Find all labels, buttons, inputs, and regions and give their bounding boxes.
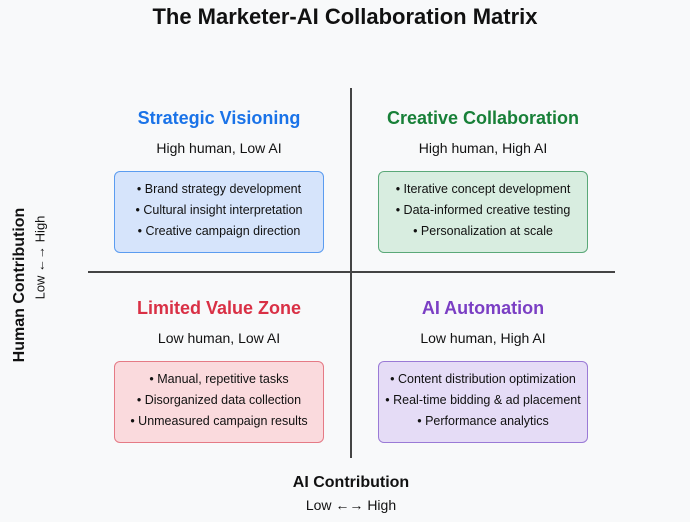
- quadrant-subtitle: High human, High AI: [418, 140, 548, 156]
- quadrant-title: Limited Value Zone: [136, 298, 302, 318]
- example-item: • Real-time bidding & ad placement: [385, 393, 581, 407]
- example-item: • Manual, repetitive tasks: [149, 372, 289, 386]
- vertical-axis-line: [350, 88, 352, 458]
- quadrant-title: AI Automation: [421, 298, 545, 318]
- y-axis-label: Human Contribution: [11, 207, 28, 363]
- quadrant-ai-automation: AI Automation Low human, High AI • Conte…: [363, 296, 603, 443]
- quadrant-strategic-visioning: Strategic Visioning High human, Low AI •…: [99, 106, 339, 253]
- example-item: • Unmeasured campaign results: [130, 414, 308, 428]
- horizontal-axis-line: [88, 271, 615, 273]
- example-item: • Brand strategy development: [136, 182, 302, 196]
- example-item: • Iterative concept development: [395, 182, 571, 196]
- example-item: • Performance analytics: [417, 414, 549, 428]
- example-item: • Creative campaign direction: [137, 224, 301, 238]
- quadrant-subtitle: Low human, Low AI: [157, 330, 281, 346]
- quadrant-title: Creative Collaboration: [386, 108, 580, 128]
- quadrant-examples-box: • Brand strategy development • Cultural i…: [114, 171, 324, 253]
- example-item: • Personalization at scale: [413, 224, 553, 238]
- quadrant-examples-box: • Iterative concept development • Data-in…: [378, 171, 588, 253]
- example-item: • Data-informed creative testing: [395, 203, 571, 217]
- example-item: • Content distribution optimization: [390, 372, 576, 386]
- y-axis-range: Low ←→ High: [32, 215, 48, 300]
- quadrant-creative-collaboration: Creative Collaboration High human, High …: [363, 106, 603, 253]
- x-axis-label: AI Contribution: [292, 474, 410, 491]
- diagram-title: The Marketer-AI Collaboration Matrix: [152, 4, 538, 29]
- example-item: • Disorganized data collection: [136, 393, 302, 407]
- quadrant-examples-box: • Content distribution optimization • Rea…: [378, 361, 588, 443]
- x-axis-range: Low ←→ High: [305, 497, 397, 513]
- quadrant-limited-value-zone: Limited Value Zone Low human, Low AI • M…: [99, 296, 339, 443]
- quadrant-subtitle: High human, Low AI: [156, 140, 282, 156]
- quadrant-examples-box: • Manual, repetitive tasks • Disorganized…: [114, 361, 324, 443]
- quadrant-subtitle: Low human, High AI: [420, 330, 546, 346]
- example-item: • Cultural insight interpretation: [135, 203, 303, 217]
- quadrant-title: Strategic Visioning: [137, 108, 301, 128]
